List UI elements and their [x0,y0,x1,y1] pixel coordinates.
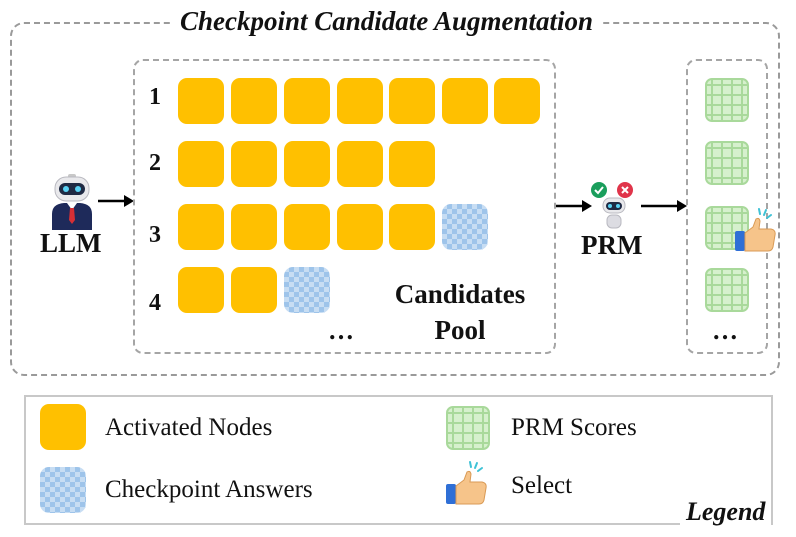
legend-checkpoint-answers: Checkpoint Answers [105,476,313,503]
arrow-pool-to-prm [556,200,592,212]
pool-ellipsis: … [328,316,356,345]
row-number: 2 [149,150,161,176]
activated-node [284,204,330,250]
activated-node [337,141,383,187]
legend-checkpoint-swatch [40,467,86,513]
check-icon [591,182,607,198]
scores-ellipsis: … [712,316,740,345]
activated-node [231,267,277,313]
llm-label: LLM [40,228,102,258]
arrow-prm-to-scores [641,200,687,212]
legend-select: Select [511,472,573,499]
prm-badges [591,182,633,198]
llm-robot-icon [52,174,92,230]
activated-node [284,78,330,124]
row-number: 4 [149,290,161,316]
prm-score [705,268,749,312]
activated-node [231,204,277,250]
legend-activated-node-swatch [40,404,86,450]
legend-prm-score-swatch [446,406,490,450]
prm-label: PRM [581,230,643,260]
pool-label-line1: Candidates [394,279,526,309]
checkpoint-answer [442,204,488,250]
activated-node [178,267,224,313]
activated-node [389,141,435,187]
checkpoint-answer [284,267,330,313]
diagram-title: Checkpoint Candidate Augmentation [170,6,604,37]
prm-score [705,141,749,185]
prm-scores-panel [686,59,768,354]
activated-node [389,78,435,124]
legend-select-hand-icon [446,461,487,505]
activated-node [494,78,540,124]
candidates-pool [133,59,556,354]
legend-prm-scores: PRM Scores [511,414,637,441]
activated-node [284,141,330,187]
activated-node [231,141,277,187]
activated-node [442,78,488,124]
activated-node [337,204,383,250]
candidates-pool-label: Candidates Pool [370,276,550,348]
legend-title: Legend [680,497,772,527]
activated-node [231,78,277,124]
activated-node [178,204,224,250]
legend-box [24,395,773,525]
row-number: 3 [149,222,161,248]
activated-node [337,78,383,124]
activated-node [178,141,224,187]
activated-node [389,204,435,250]
arrow-llm-to-pool [98,195,134,207]
select-hand-icon [735,208,776,252]
prm-robot-icon [602,197,626,229]
row-number: 1 [149,84,161,110]
activated-node [178,78,224,124]
legend-activated-nodes: Activated Nodes [105,414,273,441]
prm-score [705,78,749,122]
pool-label-line2: Pool [434,315,486,345]
